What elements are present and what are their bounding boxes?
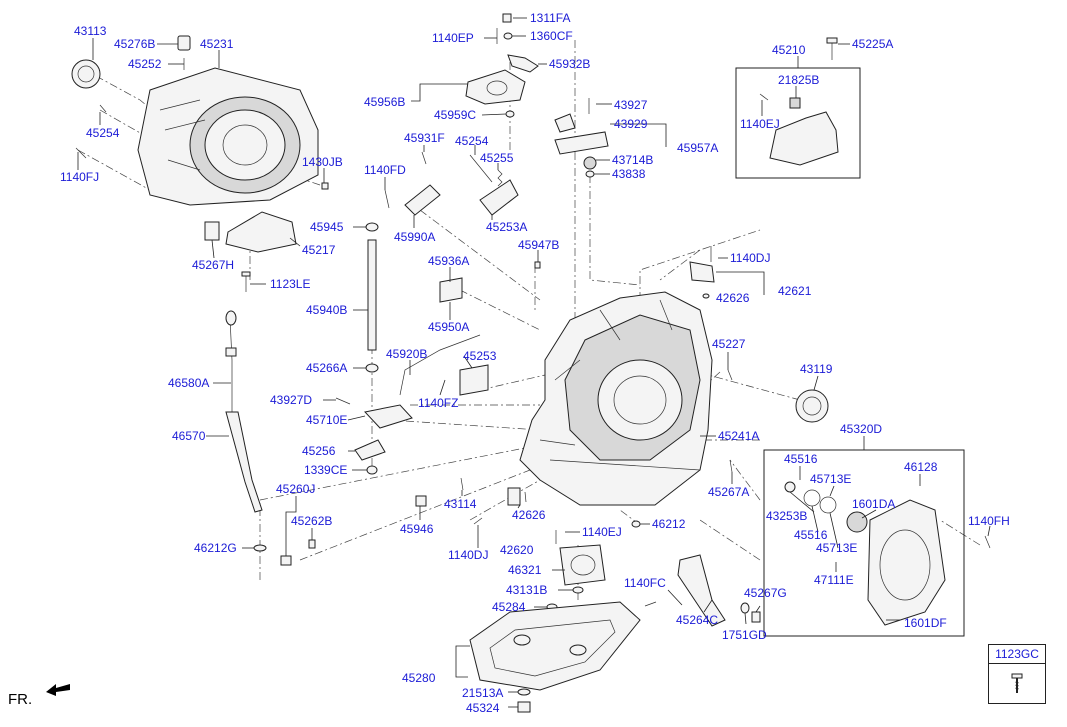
- label-43929: 43929: [614, 117, 648, 131]
- label-42626-lower: 42626: [512, 508, 546, 522]
- label-46212g: 46212G: [194, 541, 237, 555]
- label-45936a: 45936A: [428, 254, 470, 268]
- front-direction-label: FR.: [8, 691, 33, 708]
- label-1311fa: 1311FA: [530, 11, 571, 25]
- label-21513a: 21513A: [462, 686, 504, 700]
- label-45231: 45231: [200, 37, 234, 51]
- label-45267h: 45267H: [192, 258, 235, 272]
- label-1140fd: 1140FD: [364, 163, 406, 177]
- legend-code: 1123GC: [989, 645, 1045, 664]
- label-1140ej-lower: 1140EJ: [582, 525, 622, 539]
- label-46580a: 46580A: [168, 376, 210, 390]
- label-42621: 42621: [778, 284, 812, 298]
- label-45931f: 45931F: [404, 131, 445, 145]
- label-45253a: 45253A: [486, 220, 528, 234]
- label-45956b: 45956B: [364, 95, 406, 109]
- label-43714b: 43714B: [612, 153, 654, 167]
- label-45252: 45252: [128, 57, 162, 71]
- label-1140fj: 1140FJ: [60, 170, 100, 184]
- label-1751gd: 1751GD: [722, 628, 767, 642]
- label-45959c: 45959C: [434, 108, 477, 122]
- label-47111e: 47111E: [814, 573, 854, 587]
- label-45253: 45253: [463, 349, 497, 363]
- label-45957a: 45957A: [677, 141, 719, 155]
- label-1339ce: 1339CE: [304, 463, 348, 477]
- label-1123le: 1123LE: [270, 277, 311, 291]
- label-1140fc: 1140FC: [624, 576, 666, 590]
- label-45710e: 45710E: [306, 413, 348, 427]
- label-46570: 46570: [172, 429, 206, 443]
- label-45713e-bottom: 45713E: [816, 541, 858, 555]
- label-45713e-top: 45713E: [810, 472, 852, 486]
- label-43927d: 43927D: [270, 393, 313, 407]
- parts-artwork: [71, 13, 991, 713]
- label-43927-top: 43927: [614, 98, 648, 112]
- leader-lines: [77, 17, 991, 708]
- label-45950a: 45950A: [428, 320, 470, 334]
- label-42626-right: 42626: [716, 291, 750, 305]
- label-45947b: 45947B: [518, 238, 560, 252]
- label-45254-left: 45254: [86, 126, 120, 140]
- label-46321: 46321: [508, 563, 542, 577]
- label-45945: 45945: [310, 220, 344, 234]
- label-1140dj-lower: 1140DJ: [448, 548, 489, 562]
- label-45276b: 45276B: [114, 37, 156, 51]
- label-45946: 45946: [400, 522, 434, 536]
- label-45266a: 45266A: [306, 361, 348, 375]
- label-43131b: 43131B: [506, 583, 548, 597]
- label-42620: 42620: [500, 543, 534, 557]
- label-46128: 46128: [904, 460, 938, 474]
- label-45516-top: 45516: [784, 452, 818, 466]
- label-43119: 43119: [800, 362, 833, 376]
- label-43838: 43838: [612, 167, 646, 181]
- label-45516-bottom: 45516: [794, 528, 828, 542]
- label-45267a: 45267A: [708, 485, 750, 499]
- label-1601df: 1601DF: [904, 616, 947, 630]
- label-45320d: 45320D: [840, 422, 883, 436]
- label-45227: 45227: [712, 337, 746, 351]
- label-45217: 45217: [302, 243, 336, 257]
- label-45990a: 45990A: [394, 230, 436, 244]
- label-1360cf: 1360CF: [530, 29, 573, 43]
- front-arrow-icon: [46, 684, 70, 696]
- label-45256: 45256: [302, 444, 336, 458]
- label-1140dj-right: 1140DJ: [730, 251, 771, 265]
- label-45324: 45324: [466, 701, 500, 715]
- label-45254-mid: 45254: [455, 134, 489, 148]
- bolt-icon: [1011, 673, 1023, 693]
- label-1430jb: 1430JB: [302, 155, 343, 169]
- label-1140ep: 1140EP: [432, 31, 474, 45]
- label-45225a: 45225A: [852, 37, 894, 51]
- label-21825b: 21825B: [778, 73, 820, 87]
- label-43253b: 43253B: [766, 509, 808, 523]
- label-45920b: 45920B: [386, 347, 428, 361]
- label-46212: 46212: [652, 517, 686, 531]
- label-45932b: 45932B: [549, 57, 591, 71]
- label-45260j: 45260J: [276, 482, 316, 496]
- label-1601da: 1601DA: [852, 497, 896, 511]
- label-45284: 45284: [492, 600, 526, 614]
- label-43113: 43113: [74, 24, 107, 38]
- label-45262b: 45262B: [291, 514, 333, 528]
- label-1140fh: 1140FH: [968, 514, 1010, 528]
- label-45264c: 45264C: [676, 613, 719, 627]
- label-1140ej-box: 1140EJ: [740, 117, 780, 131]
- label-45940b: 45940B: [306, 303, 348, 317]
- label-45267g: 45267G: [744, 586, 787, 600]
- label-43114: 43114: [444, 497, 477, 511]
- label-45241a: 45241A: [718, 429, 760, 443]
- label-45210: 45210: [772, 43, 806, 57]
- label-1140fz: 1140FZ: [418, 396, 459, 410]
- label-45280: 45280: [402, 671, 436, 685]
- label-45255: 45255: [480, 151, 514, 165]
- fastener-legend-box: 1123GC: [988, 644, 1046, 704]
